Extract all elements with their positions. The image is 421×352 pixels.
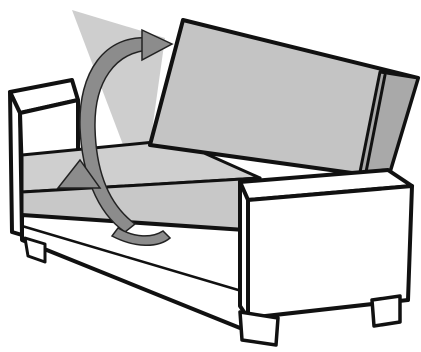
sofa-base-frame	[22, 215, 245, 330]
right-armrest	[240, 170, 412, 318]
